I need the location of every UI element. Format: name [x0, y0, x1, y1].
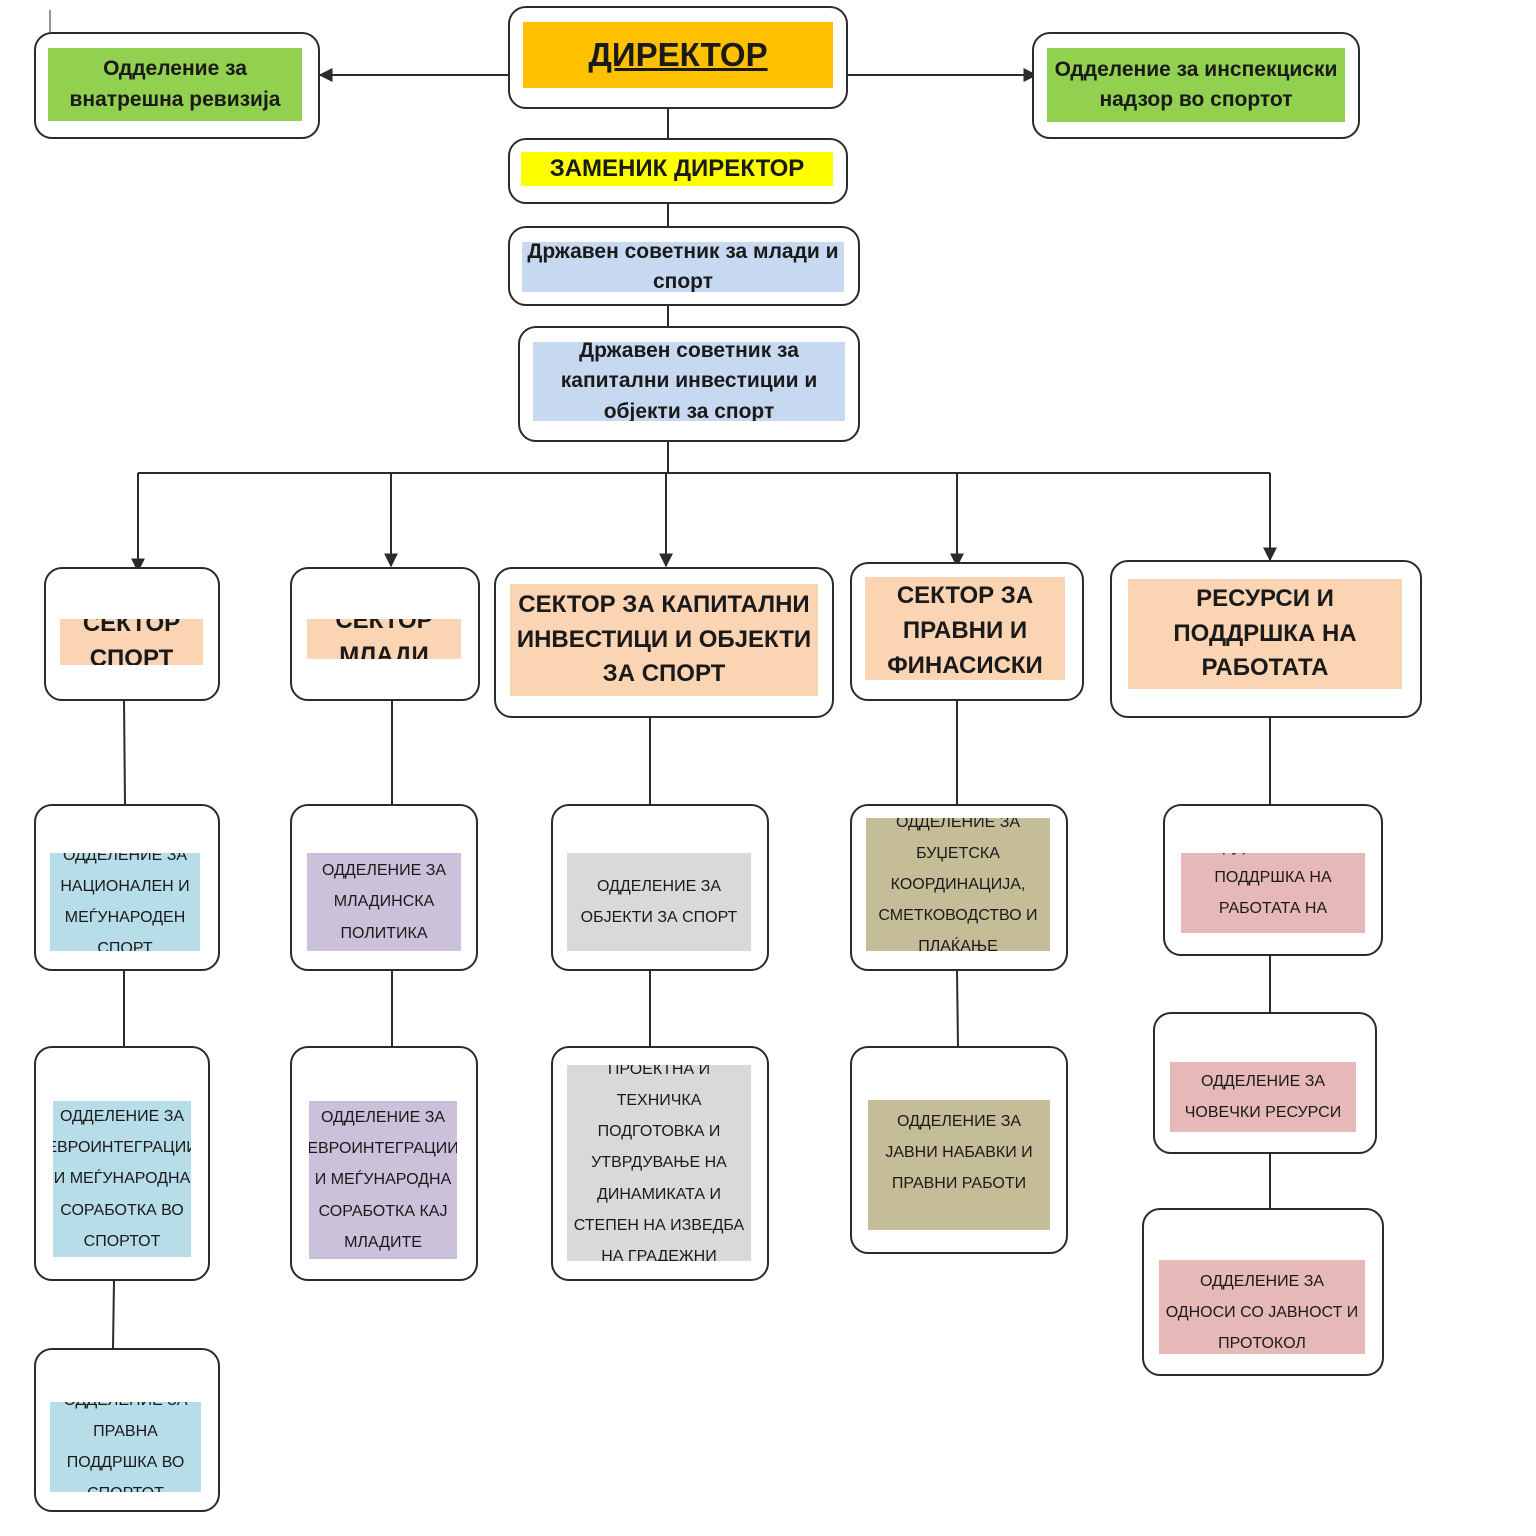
- advisor-capital-box: Државен советник за капитални инвестиции…: [518, 326, 860, 442]
- sector-hr-title: СЕКТОР ЗА ЧОВЕЧКИ РЕСУРСИ И ПОДДРШКА НА …: [1128, 579, 1402, 689]
- dept-eu-integration-sport-label: ОДДЕЛЕНИЕ ЗА ЕВРОИНТЕГРАЦИИ И МЕЃУНАРОДН…: [53, 1101, 191, 1257]
- sector-sport-box: СЕКТОР СПОРТ: [44, 567, 220, 701]
- dept-eu-integration-sport-box: ОДДЕЛЕНИЕ ЗА ЕВРОИНТЕГРАЦИИ И МЕЃУНАРОДН…: [34, 1046, 210, 1281]
- dept-budget-accounting-label: ОДДЕЛЕНИЕ ЗА БУЏЕТСКА КООРДИНАЦИЈА, СМЕТ…: [866, 818, 1050, 951]
- dept-project-technical-box: ОДДЕЛЕНИЕ ЗА ПРОЕКТНА И ТЕХНИЧКА ПОДГОТО…: [551, 1046, 769, 1281]
- deputy-director-box: ЗАМЕНИК ДИРЕКТОР: [508, 138, 848, 204]
- advisor-youth-sport-label: Државен советник за млади и спорт: [522, 242, 844, 292]
- sector-legal-finance-box: СЕКТОР ЗА ПРАВНИ И ФИНАСИСКИ ПРАШАЊА: [850, 562, 1084, 701]
- internal-audit-box: Одделение за внатрешна ревизија: [34, 32, 320, 139]
- director-box: ДИРЕКТОР: [508, 6, 848, 109]
- dept-legal-support-sport-box: ОДДЕЛЕНИЕ ЗА ПРАВНА ПОДДРШКА ВО СПОРТОТ: [34, 1348, 220, 1512]
- sector-capital-box: СЕКТОР ЗА КАПИТАЛНИ ИНВЕСТИЦИ И ОБЈЕКТИ …: [494, 567, 834, 718]
- dept-human-resources-label: ОДДЕЛЕНИЕ ЗА ЧОВЕЧКИ РЕСУРСИ: [1170, 1062, 1356, 1132]
- dept-national-international-sport-label: ОДДЕЛЕНИЕ ЗА НАЦИОНАЛЕН И МЕЃУНАРОДЕН СП…: [50, 853, 200, 951]
- dept-youth-policy-box: ОДДЕЛЕНИЕ ЗА МЛАДИНСКА ПОЛИТИКА: [290, 804, 478, 971]
- dept-human-resources-box: ОДДЕЛЕНИЕ ЗА ЧОВЕЧКИ РЕСУРСИ: [1153, 1012, 1377, 1154]
- deputy-director-label: ЗАМЕНИК ДИРЕКТОР: [521, 152, 833, 186]
- dept-director-support-label: ОДДЕЛЕНИЕ ЗА ПОДДРШКА НА РАБОТАТА НА ДИР…: [1181, 853, 1365, 933]
- dept-public-procurement-box: ОДДЕЛЕНИЕ ЗА ЈАВНИ НАБАВКИ И ПРАВНИ РАБО…: [850, 1046, 1068, 1254]
- internal-audit-label: Одделение за внатрешна ревизија: [48, 48, 302, 121]
- sector-capital-title: СЕКТОР ЗА КАПИТАЛНИ ИНВЕСТИЦИ И ОБЈЕКТИ …: [510, 584, 818, 696]
- dept-youth-policy-label: ОДДЕЛЕНИЕ ЗА МЛАДИНСКА ПОЛИТИКА: [307, 853, 461, 951]
- sector-sport-title: СЕКТОР СПОРТ: [60, 619, 203, 665]
- dept-eu-integration-youth-label: ОДДЕЛЕНИЕ ЗА ЕВРОИНТЕГРАЦИИ И МЕЃУНАРОДН…: [309, 1101, 457, 1259]
- director-label: ДИРЕКТОР: [523, 22, 833, 88]
- sector-youth-box: СЕКТОР МЛАДИ: [290, 567, 480, 701]
- sector-legal-finance-title: СЕКТОР ЗА ПРАВНИ И ФИНАСИСКИ ПРАШАЊА: [865, 577, 1065, 680]
- dept-public-relations-box: ОДДЕЛЕНИЕ ЗА ОДНОСИ СО ЈАВНОСТ И ПРОТОКО…: [1142, 1208, 1384, 1376]
- inspection-label: Одделение за инспекциски надзор во спорт…: [1047, 48, 1345, 122]
- sector-youth-title: СЕКТОР МЛАДИ: [307, 619, 461, 659]
- dept-public-procurement-label: ОДДЕЛЕНИЕ ЗА ЈАВНИ НАБАВКИ И ПРАВНИ РАБО…: [868, 1100, 1050, 1230]
- sector-hr-box: СЕКТОР ЗА ЧОВЕЧКИ РЕСУРСИ И ПОДДРШКА НА …: [1110, 560, 1422, 718]
- dept-public-relations-label: ОДДЕЛЕНИЕ ЗА ОДНОСИ СО ЈАВНОСТ И ПРОТОКО…: [1159, 1260, 1365, 1354]
- dept-director-support-box: ОДДЕЛЕНИЕ ЗА ПОДДРШКА НА РАБОТАТА НА ДИР…: [1163, 804, 1383, 956]
- dept-budget-accounting-box: ОДДЕЛЕНИЕ ЗА БУЏЕТСКА КООРДИНАЦИЈА, СМЕТ…: [850, 804, 1068, 971]
- advisor-youth-sport-box: Државен советник за млади и спорт: [508, 226, 860, 306]
- advisor-capital-label: Државен советник за капитални инвестиции…: [533, 342, 845, 421]
- dept-legal-support-sport-label: ОДДЕЛЕНИЕ ЗА ПРАВНА ПОДДРШКА ВО СПОРТОТ: [50, 1402, 201, 1492]
- dept-project-technical-label: ОДДЕЛЕНИЕ ЗА ПРОЕКТНА И ТЕХНИЧКА ПОДГОТО…: [567, 1065, 751, 1261]
- inspection-box: Одделение за инспекциски надзор во спорт…: [1032, 32, 1360, 139]
- dept-sport-facilities-label: ОДДЕЛЕНИЕ ЗА ОБЈЕКТИ ЗА СПОРТ: [567, 853, 751, 951]
- dept-sport-facilities-box: ОДДЕЛЕНИЕ ЗА ОБЈЕКТИ ЗА СПОРТ: [551, 804, 769, 971]
- dept-eu-integration-youth-box: ОДДЕЛЕНИЕ ЗА ЕВРОИНТЕГРАЦИИ И МЕЃУНАРОДН…: [290, 1046, 478, 1281]
- dept-national-international-sport-box: ОДДЕЛЕНИЕ ЗА НАЦИОНАЛЕН И МЕЃУНАРОДЕН СП…: [34, 804, 220, 971]
